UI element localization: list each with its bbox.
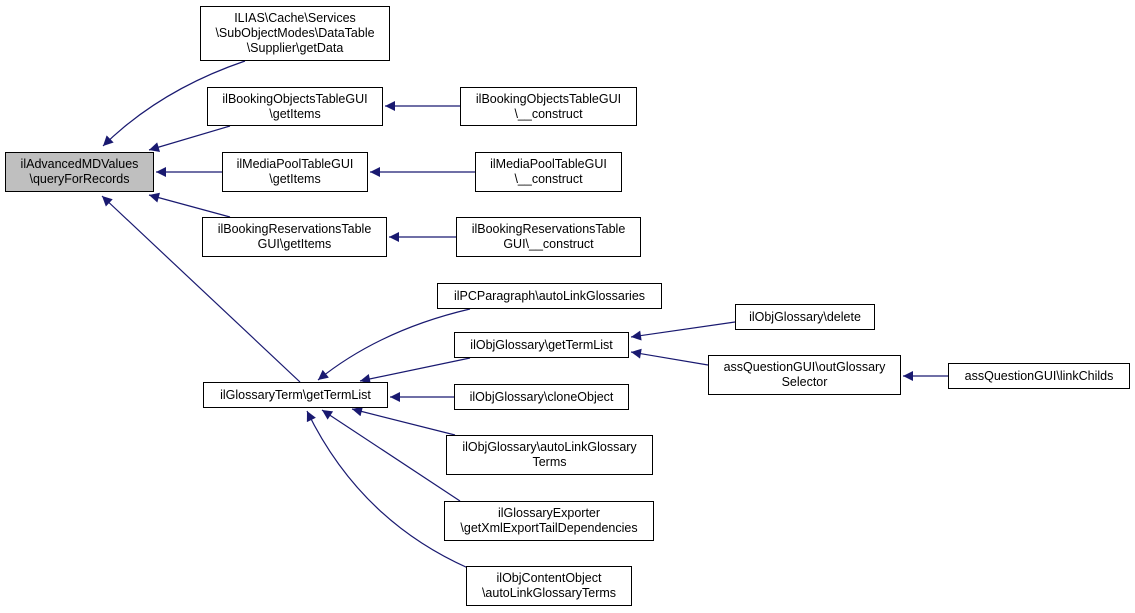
node-label-line: assQuestionGUI\outGlossary <box>723 360 886 374</box>
edge-n1-to-root <box>102 60 246 147</box>
node-label-line: ilBookingObjectsTableGUI <box>475 91 622 106</box>
node-label-line: ilObjGlossary\delete <box>749 309 861 324</box>
node-label-line: ilBookingReservationsTable <box>217 222 372 236</box>
edge-g5-to-n5 <box>321 409 461 502</box>
node-label-line: \autoLinkGlossaryTerms <box>481 586 617 600</box>
edge-d1-to-g2 <box>630 321 736 341</box>
node-label-line: \getItems <box>269 106 321 121</box>
node-g1[interactable]: ilPCParagraph\autoLinkGlossaries <box>437 283 662 309</box>
edge-g1-to-n5 <box>317 308 471 381</box>
node-label-line: \__construct <box>514 106 583 121</box>
node-n3[interactable]: ilMediaPoolTableGUI\getItems <box>222 152 368 192</box>
node-b2[interactable]: ilMediaPoolTableGUI\__construct <box>475 152 622 192</box>
node-b1[interactable]: ilBookingObjectsTableGUI\__construct <box>460 87 637 126</box>
node-label-line: \getItems <box>269 172 321 186</box>
node-g5[interactable]: ilGlossaryExporter\getXmlExportTailDepen… <box>444 501 654 541</box>
node-g3[interactable]: ilObjGlossary\cloneObject <box>454 384 629 410</box>
node-label-line: \Supplier\getData <box>246 41 344 55</box>
node-label-line: ilMediaPoolTableGUI <box>236 157 354 171</box>
node-label-line: ilObjContentObject <box>496 571 602 585</box>
node-d1[interactable]: ilObjGlossary\delete <box>735 304 875 330</box>
node-label-line: \SubObjectModes\DataTable <box>215 26 375 40</box>
edge-g2-to-n5 <box>359 357 471 384</box>
node-label-line: ilMediaPoolTableGUI <box>490 157 607 171</box>
node-n5[interactable]: ilGlossaryTerm\getTermList <box>203 382 388 408</box>
node-g6[interactable]: ilObjContentObject\autoLinkGlossaryTerms <box>466 566 632 606</box>
node-label-line: \getXmlExportTailDependencies <box>460 521 638 535</box>
node-label-line: ilGlossaryExporter <box>497 506 601 520</box>
edge-g6-to-n5 <box>306 410 469 569</box>
node-label-line: \__construct <box>514 172 583 186</box>
node-label-line: \queryForRecords <box>29 172 130 186</box>
edge-n2-to-root <box>148 125 231 152</box>
node-root[interactable]: ilAdvancedMDValues\queryForRecords <box>5 152 154 192</box>
node-label-line: Selector <box>781 375 828 389</box>
node-label-line: GUI\getItems <box>257 237 332 251</box>
node-label-line: ilObjGlossary\cloneObject <box>469 389 614 404</box>
node-label-line: ilAdvancedMDValues <box>20 157 139 171</box>
node-label-line: ilBookingReservationsTable <box>471 222 626 236</box>
node-g2[interactable]: ilObjGlossary\getTermList <box>454 332 629 358</box>
node-label-line: GUI\__construct <box>503 237 594 251</box>
node-label-line: ILIAS\Cache\Services <box>234 11 356 25</box>
node-d3[interactable]: assQuestionGUI\linkChilds <box>948 363 1130 389</box>
node-label-line: ilPCParagraph\autoLinkGlossaries <box>453 288 646 303</box>
node-label-line: ilGlossaryTerm\getTermList <box>220 387 371 402</box>
node-label-line: ilObjGlossary\autoLinkGlossary <box>462 440 637 454</box>
node-n2[interactable]: ilBookingObjectsTableGUI\getItems <box>207 87 383 126</box>
edge-n5-to-root <box>101 195 301 383</box>
node-label-line: ilBookingObjectsTableGUI <box>222 91 368 106</box>
node-label-line: assQuestionGUI\linkChilds <box>964 368 1114 383</box>
edge-g4-to-n5 <box>351 406 456 436</box>
node-n1[interactable]: ILIAS\Cache\Services\SubObjectModes\Data… <box>200 6 390 61</box>
node-label-line: ilObjGlossary\getTermList <box>470 337 613 352</box>
node-label-line: Terms <box>532 455 567 469</box>
edge-n4-to-root <box>148 192 231 218</box>
edge-d2-to-g2 <box>630 348 709 366</box>
